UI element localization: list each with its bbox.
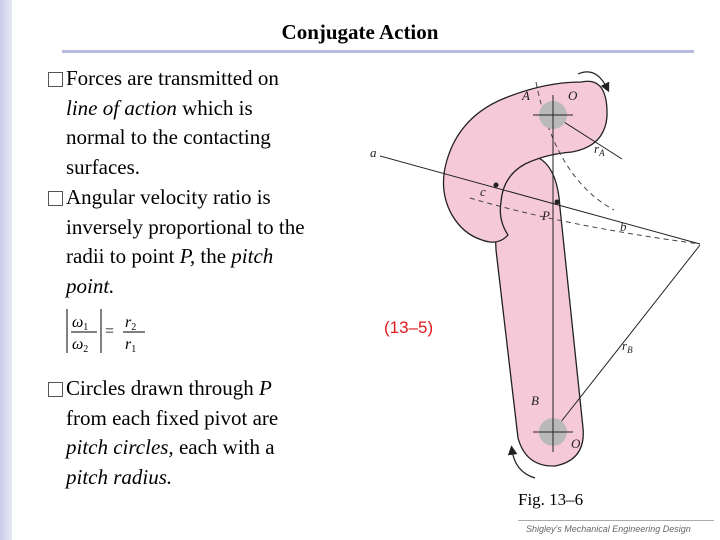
text-run: line of action bbox=[66, 95, 177, 120]
bottom-pivot bbox=[533, 412, 573, 452]
label-o-bottom: O bbox=[571, 436, 581, 451]
text-run: radii to point bbox=[66, 244, 180, 268]
velocity-ratio-equation: ω1 ω2 = r2 r1 bbox=[66, 309, 145, 355]
text-run: each with a bbox=[173, 435, 275, 459]
equation-number: (13–5) bbox=[384, 318, 434, 337]
line-of-action bbox=[379, 155, 701, 245]
text-run: which is bbox=[176, 95, 253, 120]
slide-title: Conjugate Action bbox=[281, 20, 439, 44]
bullet-line: surfaces. bbox=[66, 153, 279, 183]
contact-point-c bbox=[493, 182, 499, 188]
text-run: point. bbox=[66, 273, 115, 298]
bullet-marker bbox=[48, 191, 63, 206]
eq-r1: r1 bbox=[125, 336, 136, 355]
text-run: normal to the contacting bbox=[66, 125, 271, 149]
footer-credit: Shigley's Mechanical Engineering Design bbox=[526, 524, 691, 534]
label-ra: rA bbox=[594, 141, 605, 158]
pitch-circle-b-arc bbox=[469, 197, 701, 245]
text-run: the bbox=[195, 244, 232, 268]
bullet-marker bbox=[48, 382, 63, 397]
eq-omega2: ω2 bbox=[72, 336, 88, 355]
bullet-line: radii to point P, the pitch bbox=[66, 242, 305, 272]
text-run: Forces are transmitted on bbox=[66, 66, 279, 90]
text-run: Angular velocity ratio is bbox=[66, 185, 271, 209]
radius-rb-line bbox=[552, 244, 701, 433]
text-run: pitch radius. bbox=[66, 464, 173, 489]
label-p: P bbox=[541, 208, 550, 223]
eq-omega1: ω1 bbox=[72, 314, 88, 333]
bullet-line: point. bbox=[66, 272, 305, 302]
slide-left-strip bbox=[0, 0, 12, 540]
label-rb: rB bbox=[622, 338, 633, 355]
label-c: c bbox=[480, 184, 486, 199]
conjugate-action-diagram: A O rA a c P b rB B O bbox=[370, 71, 701, 479]
text-run: pitch circles, bbox=[66, 435, 174, 459]
bullet-velocity-ratio: Angular velocity ratio is inversely propo… bbox=[66, 183, 305, 301]
upper-link-body bbox=[442, 80, 608, 243]
lower-link-body bbox=[494, 154, 584, 467]
rotation-arrow-bottom bbox=[507, 445, 536, 479]
bullet-line: Circles drawn through P bbox=[66, 374, 278, 404]
top-pivot bbox=[533, 95, 573, 135]
bullet-line: normal to the contacting bbox=[66, 123, 279, 153]
title-divider bbox=[62, 50, 694, 53]
label-line-a: a bbox=[370, 145, 377, 160]
text-run: inversely proportional to the bbox=[66, 214, 305, 239]
bullet-line: pitch circles, each with a bbox=[66, 433, 278, 463]
footer-divider bbox=[518, 520, 714, 521]
figure-caption: Fig. 13–6 bbox=[518, 490, 584, 509]
text-run: P, bbox=[179, 244, 196, 268]
bullet-marker bbox=[48, 72, 63, 87]
label-a: A bbox=[521, 88, 530, 103]
label-b: b bbox=[620, 219, 627, 234]
bullet-line: line of action which is bbox=[66, 94, 279, 124]
pitch-circle-a-arc bbox=[535, 81, 615, 211]
text-run: from each fixed pivot are bbox=[66, 405, 279, 430]
text-run: P bbox=[259, 376, 272, 400]
text-run: pitch bbox=[231, 244, 274, 268]
bullet-line: inversely proportional to the bbox=[66, 213, 305, 243]
label-o-top: O bbox=[568, 88, 578, 103]
bullet-line: Angular velocity ratio is bbox=[66, 183, 305, 213]
pitch-point-p bbox=[554, 199, 560, 205]
label-b-pivot: B bbox=[531, 393, 539, 408]
bullet-line: pitch radius. bbox=[66, 463, 278, 493]
rotation-arrow-top bbox=[577, 71, 610, 93]
bullet-line: Forces are transmitted on bbox=[66, 64, 279, 94]
bullet-forces: Forces are transmitted on line of action … bbox=[66, 64, 279, 182]
text-run: surfaces. bbox=[66, 154, 141, 179]
text-run: Circles drawn through bbox=[66, 376, 260, 400]
eq-r2: r2 bbox=[125, 314, 136, 333]
svg-text:=: = bbox=[105, 323, 114, 340]
bullet-line: from each fixed pivot are bbox=[66, 404, 278, 434]
